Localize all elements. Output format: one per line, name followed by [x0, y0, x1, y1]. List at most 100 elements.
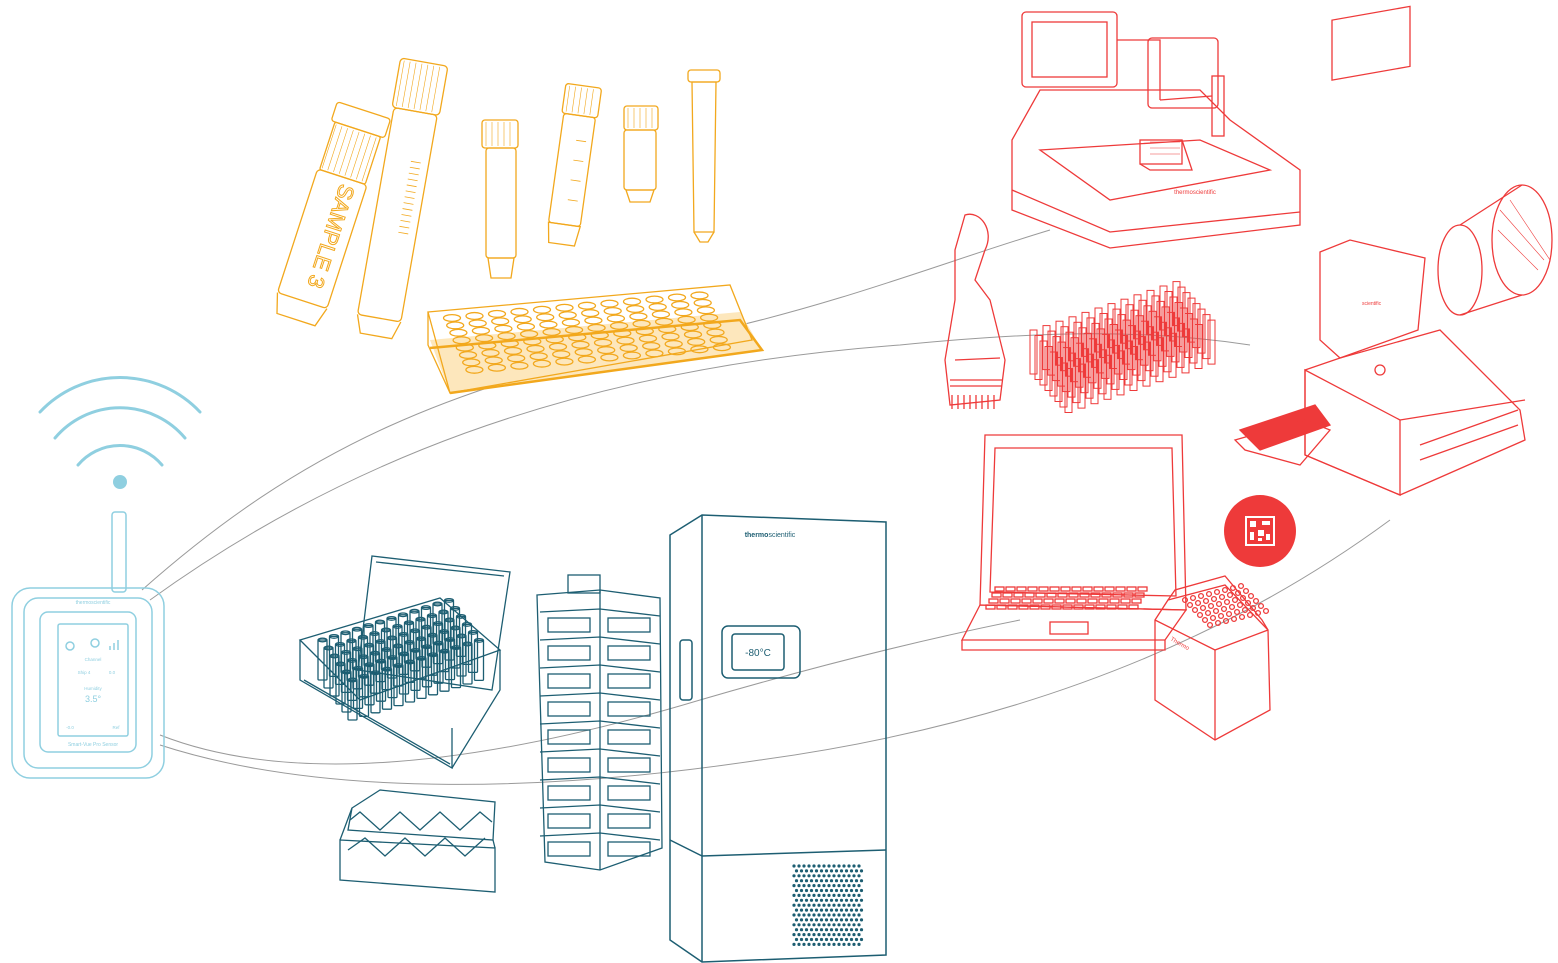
plate-well — [469, 320, 486, 327]
vent-hole — [797, 943, 800, 946]
vent-hole — [795, 909, 798, 912]
plate-well — [562, 319, 579, 326]
vent-hole — [825, 909, 828, 912]
vent-hole — [820, 928, 823, 931]
vent-hole — [812, 864, 815, 867]
vent-hole — [842, 864, 845, 867]
vent-hole — [815, 869, 818, 872]
plate-well — [579, 302, 596, 309]
vent-hole — [810, 918, 813, 921]
plate-well — [601, 300, 618, 307]
vent-hole — [845, 879, 848, 882]
vent-hole — [847, 884, 850, 887]
laptop-key — [1072, 587, 1081, 591]
plate-well — [694, 299, 711, 306]
vent-hole — [807, 923, 810, 926]
laptop-key — [1118, 605, 1127, 609]
rack-slot — [548, 758, 590, 772]
vent-hole — [847, 943, 850, 946]
decapper-well — [1232, 617, 1237, 622]
plate-well — [697, 307, 714, 314]
laptop-key — [1008, 605, 1017, 609]
plate-well — [672, 302, 689, 309]
vent-hole — [820, 869, 823, 872]
decapper-well — [1219, 614, 1224, 619]
vent-hole — [835, 928, 838, 931]
vent-hole — [792, 933, 795, 936]
red-rack-tubes — [1030, 282, 1215, 413]
vent-hole — [827, 894, 830, 897]
vent-hole — [792, 894, 795, 897]
freezer-brand-bold: thermo — [745, 532, 769, 539]
sample-tube-4 — [544, 83, 602, 246]
laptop-key — [1033, 599, 1042, 603]
freezer-display-temp: -80°C — [745, 648, 771, 659]
vent-hole — [832, 933, 835, 936]
vent-hole — [802, 923, 805, 926]
decapper-well — [1207, 592, 1212, 597]
vent-hole — [797, 874, 800, 877]
vent-hole — [852, 923, 855, 926]
decapper-well — [1215, 590, 1220, 595]
laptop-key — [1039, 587, 1048, 591]
laptop-key — [1083, 587, 1092, 591]
vent-hole — [850, 928, 853, 931]
decapper-well — [1235, 610, 1240, 615]
vent-hole — [817, 864, 820, 867]
vent-hole — [837, 913, 840, 916]
vent-hole — [812, 874, 815, 877]
tube-rack-small — [340, 790, 495, 892]
vent-hole — [802, 913, 805, 916]
vent-hole — [832, 904, 835, 907]
vent-hole — [850, 909, 853, 912]
red-rack-tube — [1030, 330, 1037, 374]
scanner-brand: scientific — [1362, 301, 1382, 307]
decapper-well — [1214, 609, 1219, 614]
vent-hole — [797, 904, 800, 907]
vent-hole — [837, 894, 840, 897]
vent-hole — [825, 918, 828, 921]
vent-hole — [845, 909, 848, 912]
vent-hole — [847, 904, 850, 907]
vent-hole — [827, 913, 830, 916]
vent-hole — [837, 904, 840, 907]
laptop-key — [1025, 593, 1034, 597]
vent-hole — [825, 879, 828, 882]
plate-well — [607, 315, 624, 322]
vent-hole — [800, 879, 803, 882]
decapper-well — [1233, 598, 1238, 603]
vent-hole — [857, 864, 860, 867]
decapper-well — [1254, 599, 1259, 604]
vent-hole — [827, 884, 830, 887]
vent-hole — [850, 938, 853, 941]
vent-hole — [832, 884, 835, 887]
vent-hole — [860, 899, 863, 902]
vent-hole — [850, 889, 853, 892]
vent-hole — [807, 943, 810, 946]
sensor-reading-1-label: Channel — [85, 657, 102, 662]
laptop-key — [992, 593, 1001, 597]
vent-hole — [852, 874, 855, 877]
plate-well — [669, 294, 686, 301]
vent-hole — [860, 889, 863, 892]
vent-hole — [832, 864, 835, 867]
vent-hole — [805, 869, 808, 872]
vent-hole — [797, 913, 800, 916]
vent-hole — [810, 879, 813, 882]
vent-hole — [847, 913, 850, 916]
vent-hole — [822, 864, 825, 867]
decapper-well — [1217, 602, 1222, 607]
wireless-sensor-device: thermoscientific Channel Ship 4 0.0 Humi… — [12, 512, 164, 778]
vent-hole — [840, 909, 843, 912]
plate-well — [495, 325, 512, 332]
sensor-footer-right: Ref — [112, 725, 120, 730]
laptop-key — [995, 587, 1004, 591]
vent-hole — [820, 918, 823, 921]
sensor-reading-1-value: 0.0 — [109, 670, 116, 675]
sensor-antenna — [112, 512, 126, 592]
sensor-brand: thermoscientific — [76, 600, 111, 606]
sample-tube-labelled: SAMPLE 3 — [269, 102, 390, 329]
vent-hole — [857, 894, 860, 897]
sample-tube-3 — [482, 120, 518, 278]
vent-hole — [830, 938, 833, 941]
